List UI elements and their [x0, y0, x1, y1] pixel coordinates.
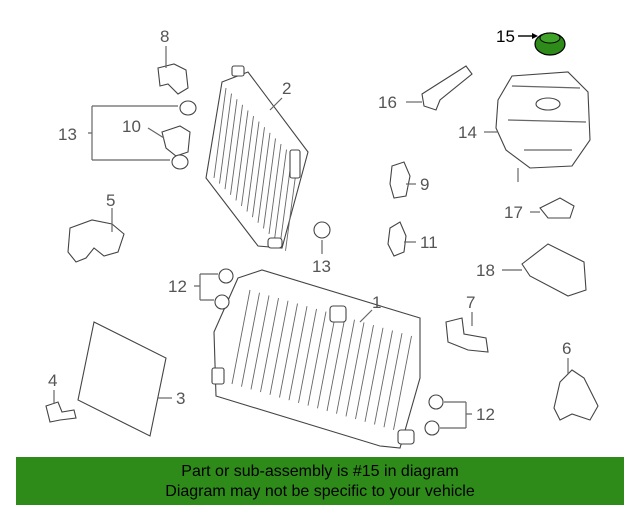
part-2-auxiliary-radiator[interactable]: [205, 65, 309, 251]
info-banner: Part or sub-assembly is #15 in diagram D…: [16, 457, 624, 505]
radiator-fin: [288, 306, 308, 401]
callout-12: 12: [168, 277, 187, 296]
part-10-bracket[interactable]: [161, 125, 191, 157]
radiator-fin: [241, 115, 254, 207]
radiator-fin: [298, 308, 317, 403]
callout-2: 2: [282, 79, 291, 98]
part-17-bracket[interactable]: [539, 197, 575, 219]
part-15-reservoir-cap[interactable]: [534, 32, 566, 56]
radiator-fin: [241, 292, 260, 387]
radiator-fin: [269, 300, 289, 395]
radiator-fin: [393, 335, 412, 430]
radiator-fin: [274, 149, 287, 240]
callouts: 8 2 13 10 5 13 12 1 3 4 6 7 12 9 11 14 1…: [48, 27, 571, 424]
radiator-fin: [326, 316, 346, 412]
radiator-fin: [246, 121, 260, 212]
callout-7: 7: [466, 293, 475, 312]
part-6-mount[interactable]: [553, 369, 599, 421]
part-4-bracket[interactable]: [45, 401, 77, 423]
callout-14: 14: [458, 123, 477, 142]
radiator-fin: [268, 143, 282, 235]
part-13-isolators[interactable]: [171, 100, 331, 239]
banner-line-1: Part or sub-assembly is #15 in diagram: [181, 463, 459, 480]
callout-9: 9: [420, 175, 429, 194]
callout-17: 17: [504, 203, 523, 222]
radiator-fin: [345, 322, 365, 417]
radiator-fin: [317, 314, 336, 409]
radiator-fin: [279, 303, 298, 398]
parts-diagram: 8 2 13 10 5 13 12 1 3 4 6 7 12 9 11 14 1…: [45, 27, 599, 449]
callout-6: 6: [562, 339, 571, 358]
radiator-fin: [224, 99, 238, 190]
callout-4: 4: [48, 371, 57, 390]
part-16-bracket[interactable]: [421, 65, 473, 111]
part-3-panel[interactable]: [77, 321, 167, 437]
callout-11: 11: [420, 233, 438, 252]
radiator-fin: [336, 319, 355, 414]
leader-lines: [53, 33, 569, 429]
part-11-bracket[interactable]: [387, 221, 407, 257]
part-5-mount[interactable]: [67, 219, 125, 263]
callout-13: 13: [58, 125, 77, 144]
radiator-fin: [383, 333, 403, 428]
radiator-fin: [213, 87, 227, 179]
callout-12: 12: [476, 405, 495, 424]
radiator-fin: [307, 311, 327, 406]
part-14-reservoir[interactable]: [495, 71, 591, 182]
part-1-main-radiator[interactable]: [211, 269, 421, 449]
part-7-bracket[interactable]: [445, 317, 489, 353]
banner-line-2: Diagram may not be specific to your vehi…: [165, 483, 475, 500]
radiator-fin: [230, 104, 243, 195]
callout-1: 1: [372, 293, 381, 312]
callout-3: 3: [176, 389, 185, 408]
radiator-fin: [252, 127, 265, 218]
radiator-fin: [235, 110, 249, 201]
part-18-bracket[interactable]: [521, 243, 587, 297]
radiator-fin: [263, 138, 276, 229]
part-8-bracket[interactable]: [157, 63, 189, 95]
part-9-bracket[interactable]: [389, 161, 411, 199]
part-12-isolators[interactable]: [214, 268, 444, 436]
callout-16: 16: [378, 93, 397, 112]
callout-15-highlighted: 15: [496, 27, 515, 46]
radiator-fin: [257, 132, 271, 223]
radiator-fin: [219, 93, 232, 184]
radiator-fin: [355, 325, 374, 420]
radiator-fin: [364, 327, 384, 422]
radiator-fin: [374, 330, 393, 425]
callout-8: 8: [160, 27, 169, 46]
callout-10: 10: [122, 117, 141, 136]
callout-18: 18: [476, 261, 495, 280]
radiator-fin: [260, 298, 279, 393]
callout-5: 5: [106, 191, 115, 210]
radiator-fin: [231, 289, 251, 385]
radiator-fin: [250, 295, 270, 390]
callout-13: 13: [312, 257, 331, 276]
